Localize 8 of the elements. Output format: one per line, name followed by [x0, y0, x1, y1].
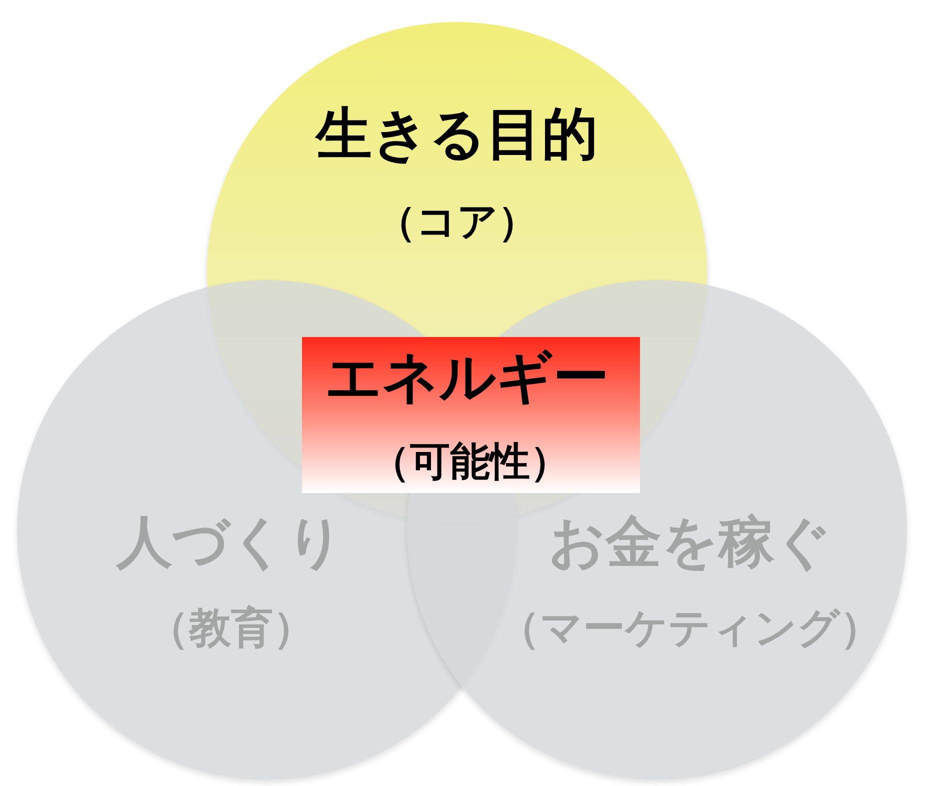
circle-title: 人づくり [116, 510, 344, 576]
circle-subtitle: （コア） [376, 199, 538, 245]
circle-title: 生きる目的 [316, 102, 598, 168]
box-title: エネルギー [325, 346, 609, 410]
box-subtitle: （可能性） [370, 439, 570, 485]
circle-subtitle: （教育） [147, 604, 315, 652]
circle-title: お金を稼ぐ [548, 510, 832, 576]
circle-subtitle: （マーケティング） [498, 604, 882, 652]
